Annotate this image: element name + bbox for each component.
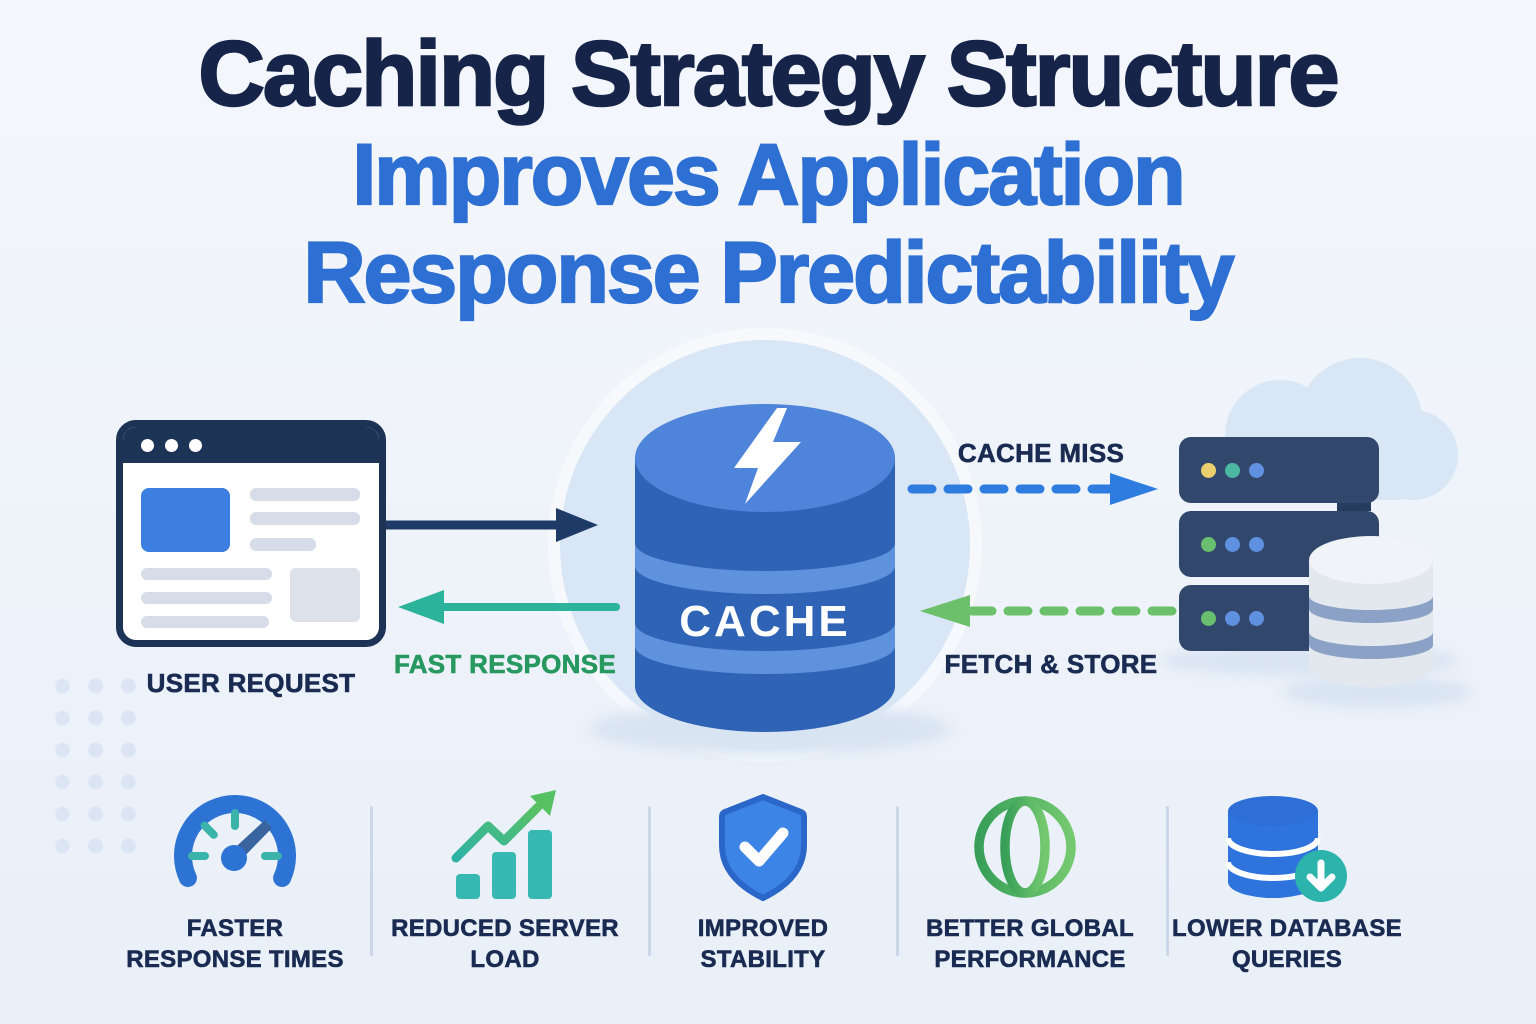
benefit-label-lower-queries: LOWER DATABASE QUERIES xyxy=(1172,915,1402,974)
cache-label: CACHE xyxy=(679,597,850,646)
fetch-store-arrow-icon xyxy=(920,595,1177,627)
browser-hero-block xyxy=(141,488,230,552)
benefit-label-global-performance: BETTER GLOBAL PERFORMANCE xyxy=(926,915,1134,974)
bar-chart-growth-icon xyxy=(451,790,556,899)
fast-response-arrow-icon xyxy=(398,590,620,624)
speedometer-icon xyxy=(174,795,296,887)
browser-text-line xyxy=(250,538,316,551)
title-line-1: Caching Strategy Structure xyxy=(197,22,1341,126)
benefit-label-reduced-load: REDUCED SERVER LOAD xyxy=(391,915,619,974)
database-down-icon xyxy=(1225,796,1347,902)
browser-text-line xyxy=(141,616,269,628)
page-title: Caching Strategy Structure Improves Appl… xyxy=(0,22,1536,322)
shield-check-icon xyxy=(719,794,807,901)
database-cylinder-gray-icon xyxy=(1309,536,1433,687)
led-blue-icon xyxy=(1249,610,1264,626)
browser-text-line xyxy=(250,512,360,525)
browser-window-icon xyxy=(116,420,386,647)
benefit-label-stability: IMPROVED STABILITY xyxy=(697,915,829,974)
decorative-dot-grid xyxy=(38,664,138,862)
led-blue-icon xyxy=(1249,536,1264,552)
title-line-3: Response Predictability xyxy=(302,224,1235,322)
window-dot-icon xyxy=(141,438,154,452)
browser-thumb-block xyxy=(290,568,360,622)
cache-miss-arrow-icon xyxy=(907,473,1158,505)
fetch-store-label: FETCH & STORE xyxy=(944,649,1158,680)
lightning-bolt-icon xyxy=(734,408,801,504)
led-blue-icon xyxy=(1225,610,1240,626)
fast-response-label: FAST RESPONSE xyxy=(393,649,617,680)
cache-miss-label: CACHE MISS xyxy=(957,438,1125,469)
browser-text-line xyxy=(250,488,360,501)
globe-icon xyxy=(974,796,1076,898)
led-green-icon xyxy=(1201,610,1216,626)
benefit-divider xyxy=(648,806,651,956)
led-teal-icon xyxy=(1225,462,1240,478)
benefit-label-faster-response: FASTER RESPONSE TIMES xyxy=(126,915,344,974)
request-arrow-icon xyxy=(386,508,598,542)
benefit-divider xyxy=(1166,806,1169,956)
browser-text-line xyxy=(141,592,272,604)
led-blue-icon xyxy=(1225,536,1240,552)
led-blue-icon xyxy=(1249,462,1264,478)
cache-database-cylinder-icon: CACHE xyxy=(635,404,895,732)
benefit-divider xyxy=(896,806,899,956)
title-line-2: Improves Application xyxy=(351,126,1186,224)
browser-text-line xyxy=(141,568,272,580)
down-arrow-badge-icon xyxy=(1295,850,1347,902)
window-dot-icon xyxy=(189,438,202,452)
led-green-icon xyxy=(1201,536,1216,552)
user-request-label: USER REQUEST xyxy=(146,668,356,699)
window-dot-icon xyxy=(165,438,178,452)
led-yellow-icon xyxy=(1201,462,1216,478)
benefit-divider xyxy=(370,806,373,956)
browser-titlebar xyxy=(123,427,379,463)
